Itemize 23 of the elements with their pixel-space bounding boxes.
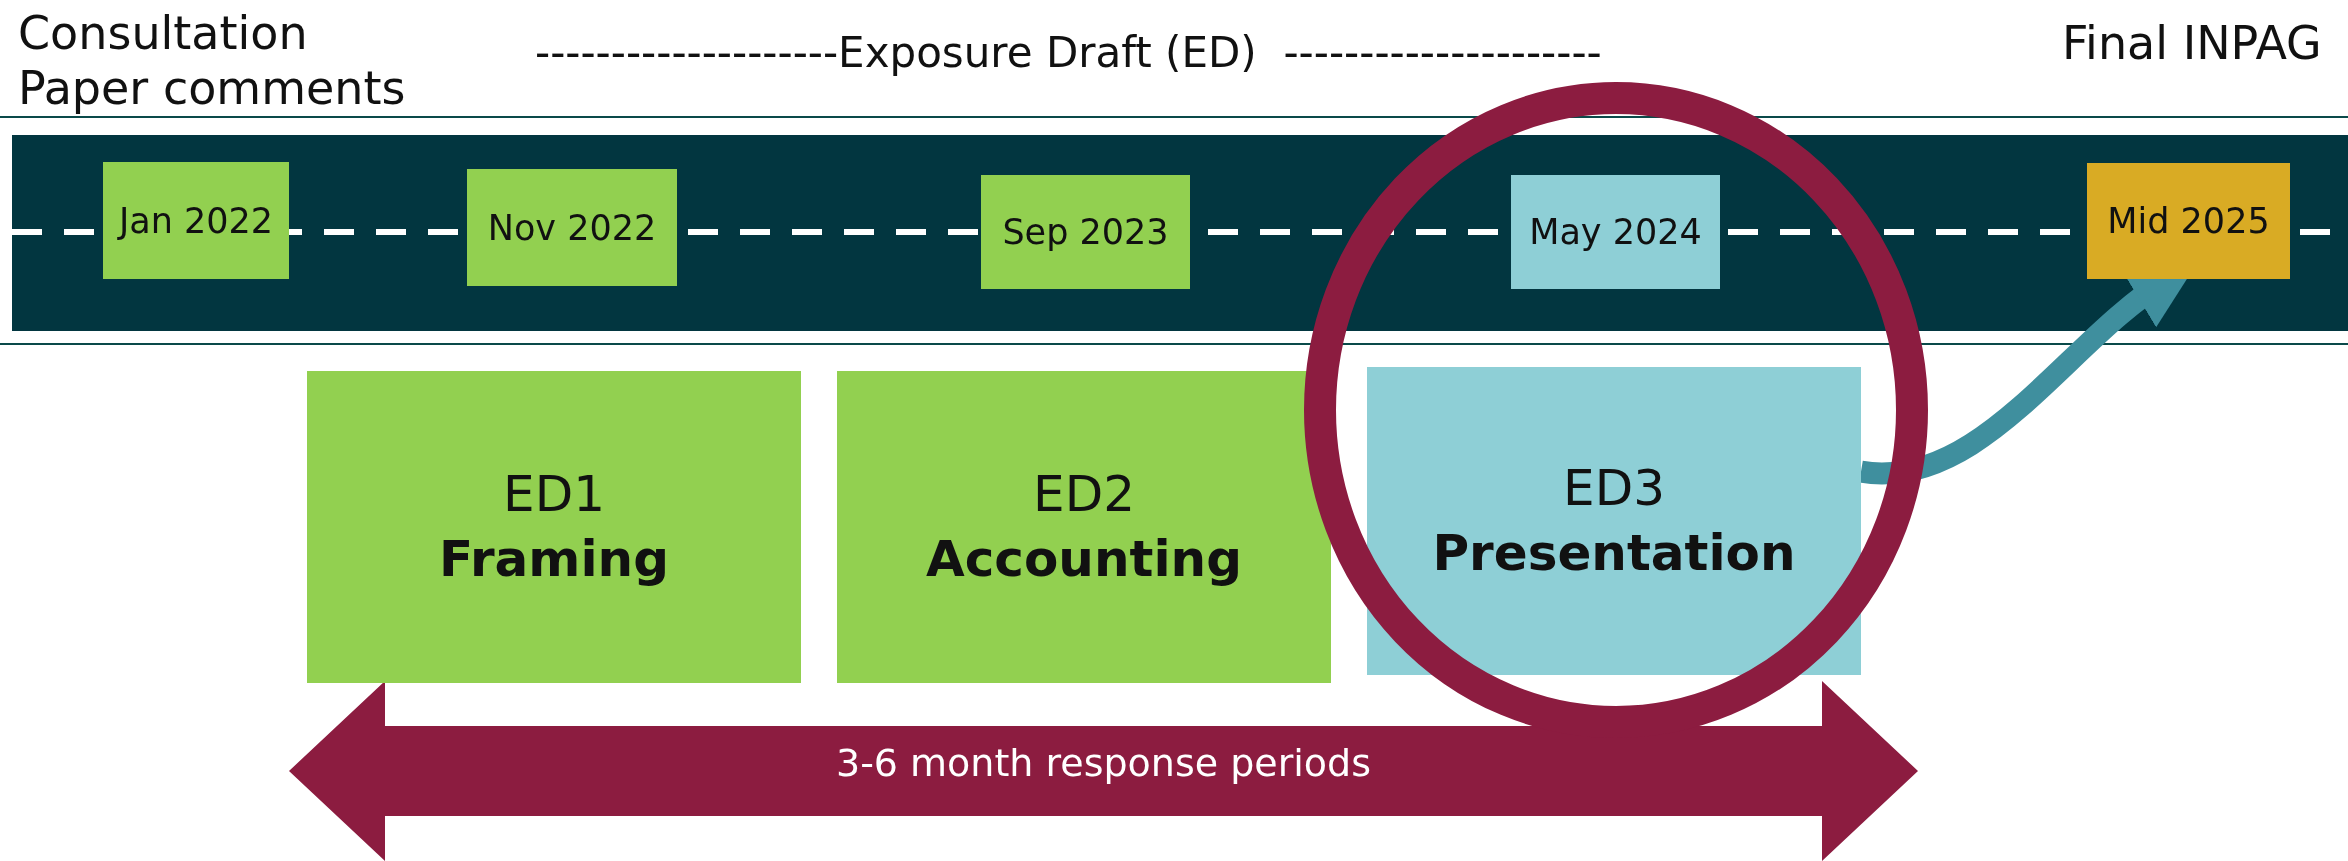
draft-title: Accounting [926, 529, 1242, 590]
draft-number: ED1 [503, 464, 605, 525]
date-label: Sep 2023 [1002, 211, 1169, 253]
date-box [467, 169, 677, 286]
phase-heading: --------------------Exposure Draft (ED) --------------------- [535, 28, 1602, 79]
date-label: Nov 2022 [487, 206, 657, 249]
date-box [2087, 163, 2290, 279]
exposure-draft-box [307, 371, 801, 683]
draft-title: Presentation [1432, 523, 1796, 584]
period-label: 3-6 month response periods [834, 741, 1373, 787]
exposure-draft-box [1367, 367, 1861, 675]
date-label: Jan 2022 [118, 199, 274, 242]
date-label: Mid 2025 [2107, 200, 2270, 242]
date-box [981, 175, 1190, 289]
draft-number: ED2 [1033, 464, 1135, 525]
label-text: Final INPAG [2062, 16, 2322, 72]
draft-number: ED3 [1563, 458, 1665, 519]
date-box [1511, 175, 1720, 289]
date-box [103, 162, 289, 279]
date-label: May 2024 [1529, 211, 1702, 253]
label-text: Consultation Paper comments [18, 6, 407, 117]
exposure-draft-box [837, 371, 1331, 683]
draft-title: Framing [439, 529, 669, 590]
